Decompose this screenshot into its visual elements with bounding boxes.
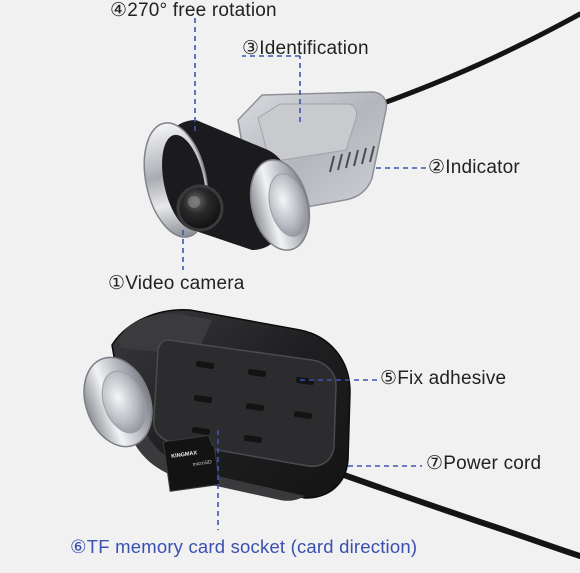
microsd-card: KINGMAX microSD: [162, 434, 221, 492]
card-type-text: microSD: [192, 459, 212, 468]
label-indicator: ②Indicator: [428, 157, 520, 178]
camera-lens: [176, 184, 224, 232]
label-video-camera: ①Video camera: [108, 273, 245, 294]
bottom-camera-illustration: KINGMAX microSD: [83, 309, 580, 559]
adhesive-slots: [191, 361, 315, 443]
label-fix-adhesive: ⑤Fix adhesive: [380, 368, 507, 389]
indicator-vents: [329, 145, 375, 173]
label-power-cord: ⑦Power cord: [426, 453, 542, 474]
power-cord-cable: [327, 467, 580, 559]
label-tf-socket: ⑥TF memory card socket (card direction): [70, 536, 418, 557]
top-camera-cable: [367, 11, 580, 111]
label-rotation: ④270° free rotation: [110, 0, 277, 21]
leader-lines: [182, 18, 426, 530]
card-brand-text: KINGMAX: [171, 450, 198, 460]
identification-label-area: [257, 103, 357, 163]
label-identification: ③Identification: [242, 38, 369, 59]
right-end-disc: [268, 173, 308, 237]
adhesive-plate: [152, 339, 337, 468]
top-camera-illustration: [143, 11, 580, 251]
bottom-end-disc: [101, 370, 147, 434]
